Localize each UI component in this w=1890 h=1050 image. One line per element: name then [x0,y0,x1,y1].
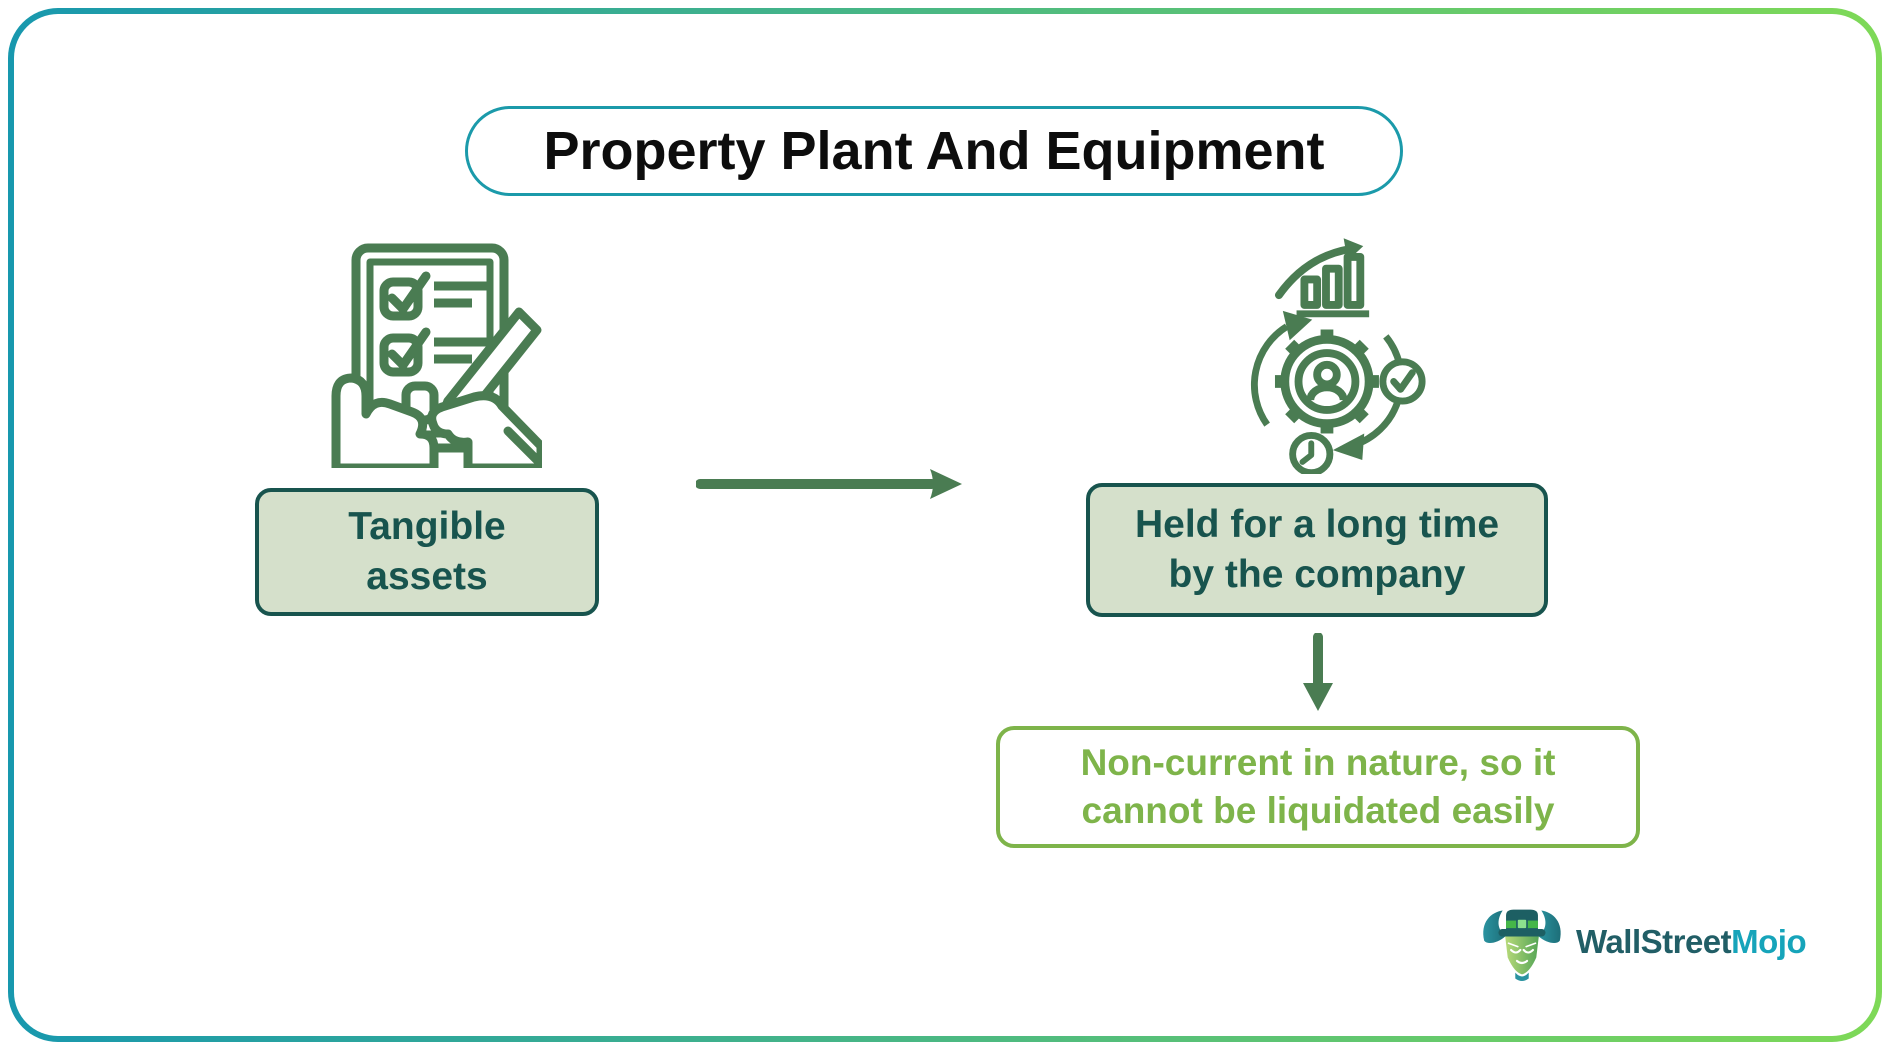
page-title: Property Plant And Equipment [543,121,1325,181]
box-label: Held for a long time by the company [1135,500,1499,600]
label-line: assets [366,555,488,598]
down-arrow-icon [1303,633,1333,711]
node-tangible-assets: Tangible assets [255,488,599,616]
title-box: Property Plant And Equipment [465,106,1403,196]
box-label: Tangible assets [348,502,505,602]
brand-logo: WallStreetMojo [1480,900,1807,984]
label-line: by the company [1168,553,1466,596]
label-line: Held for a long time [1134,503,1500,547]
label-line: Tangible [348,505,506,549]
checklist-writing-icon [331,243,542,468]
brand-name-part2: Mojo [1731,923,1807,960]
box-label: Non-current in nature, so it cannot be l… [1081,739,1556,835]
brand-name-part1: WallStreet [1576,923,1732,960]
right-arrow-icon [696,469,962,499]
bull-mascot-icon [1483,909,1561,982]
node-non-current: Non-current in nature, so it cannot be l… [996,726,1640,848]
brand-name: WallStreetMojo [1576,923,1807,961]
asset-lifecycle-icon [1251,238,1426,474]
label-line: cannot be liquidated easily [1081,790,1555,831]
label-line: Non-current in nature, so it [1080,741,1556,783]
node-held-long-time: Held for a long time by the company [1086,483,1548,617]
